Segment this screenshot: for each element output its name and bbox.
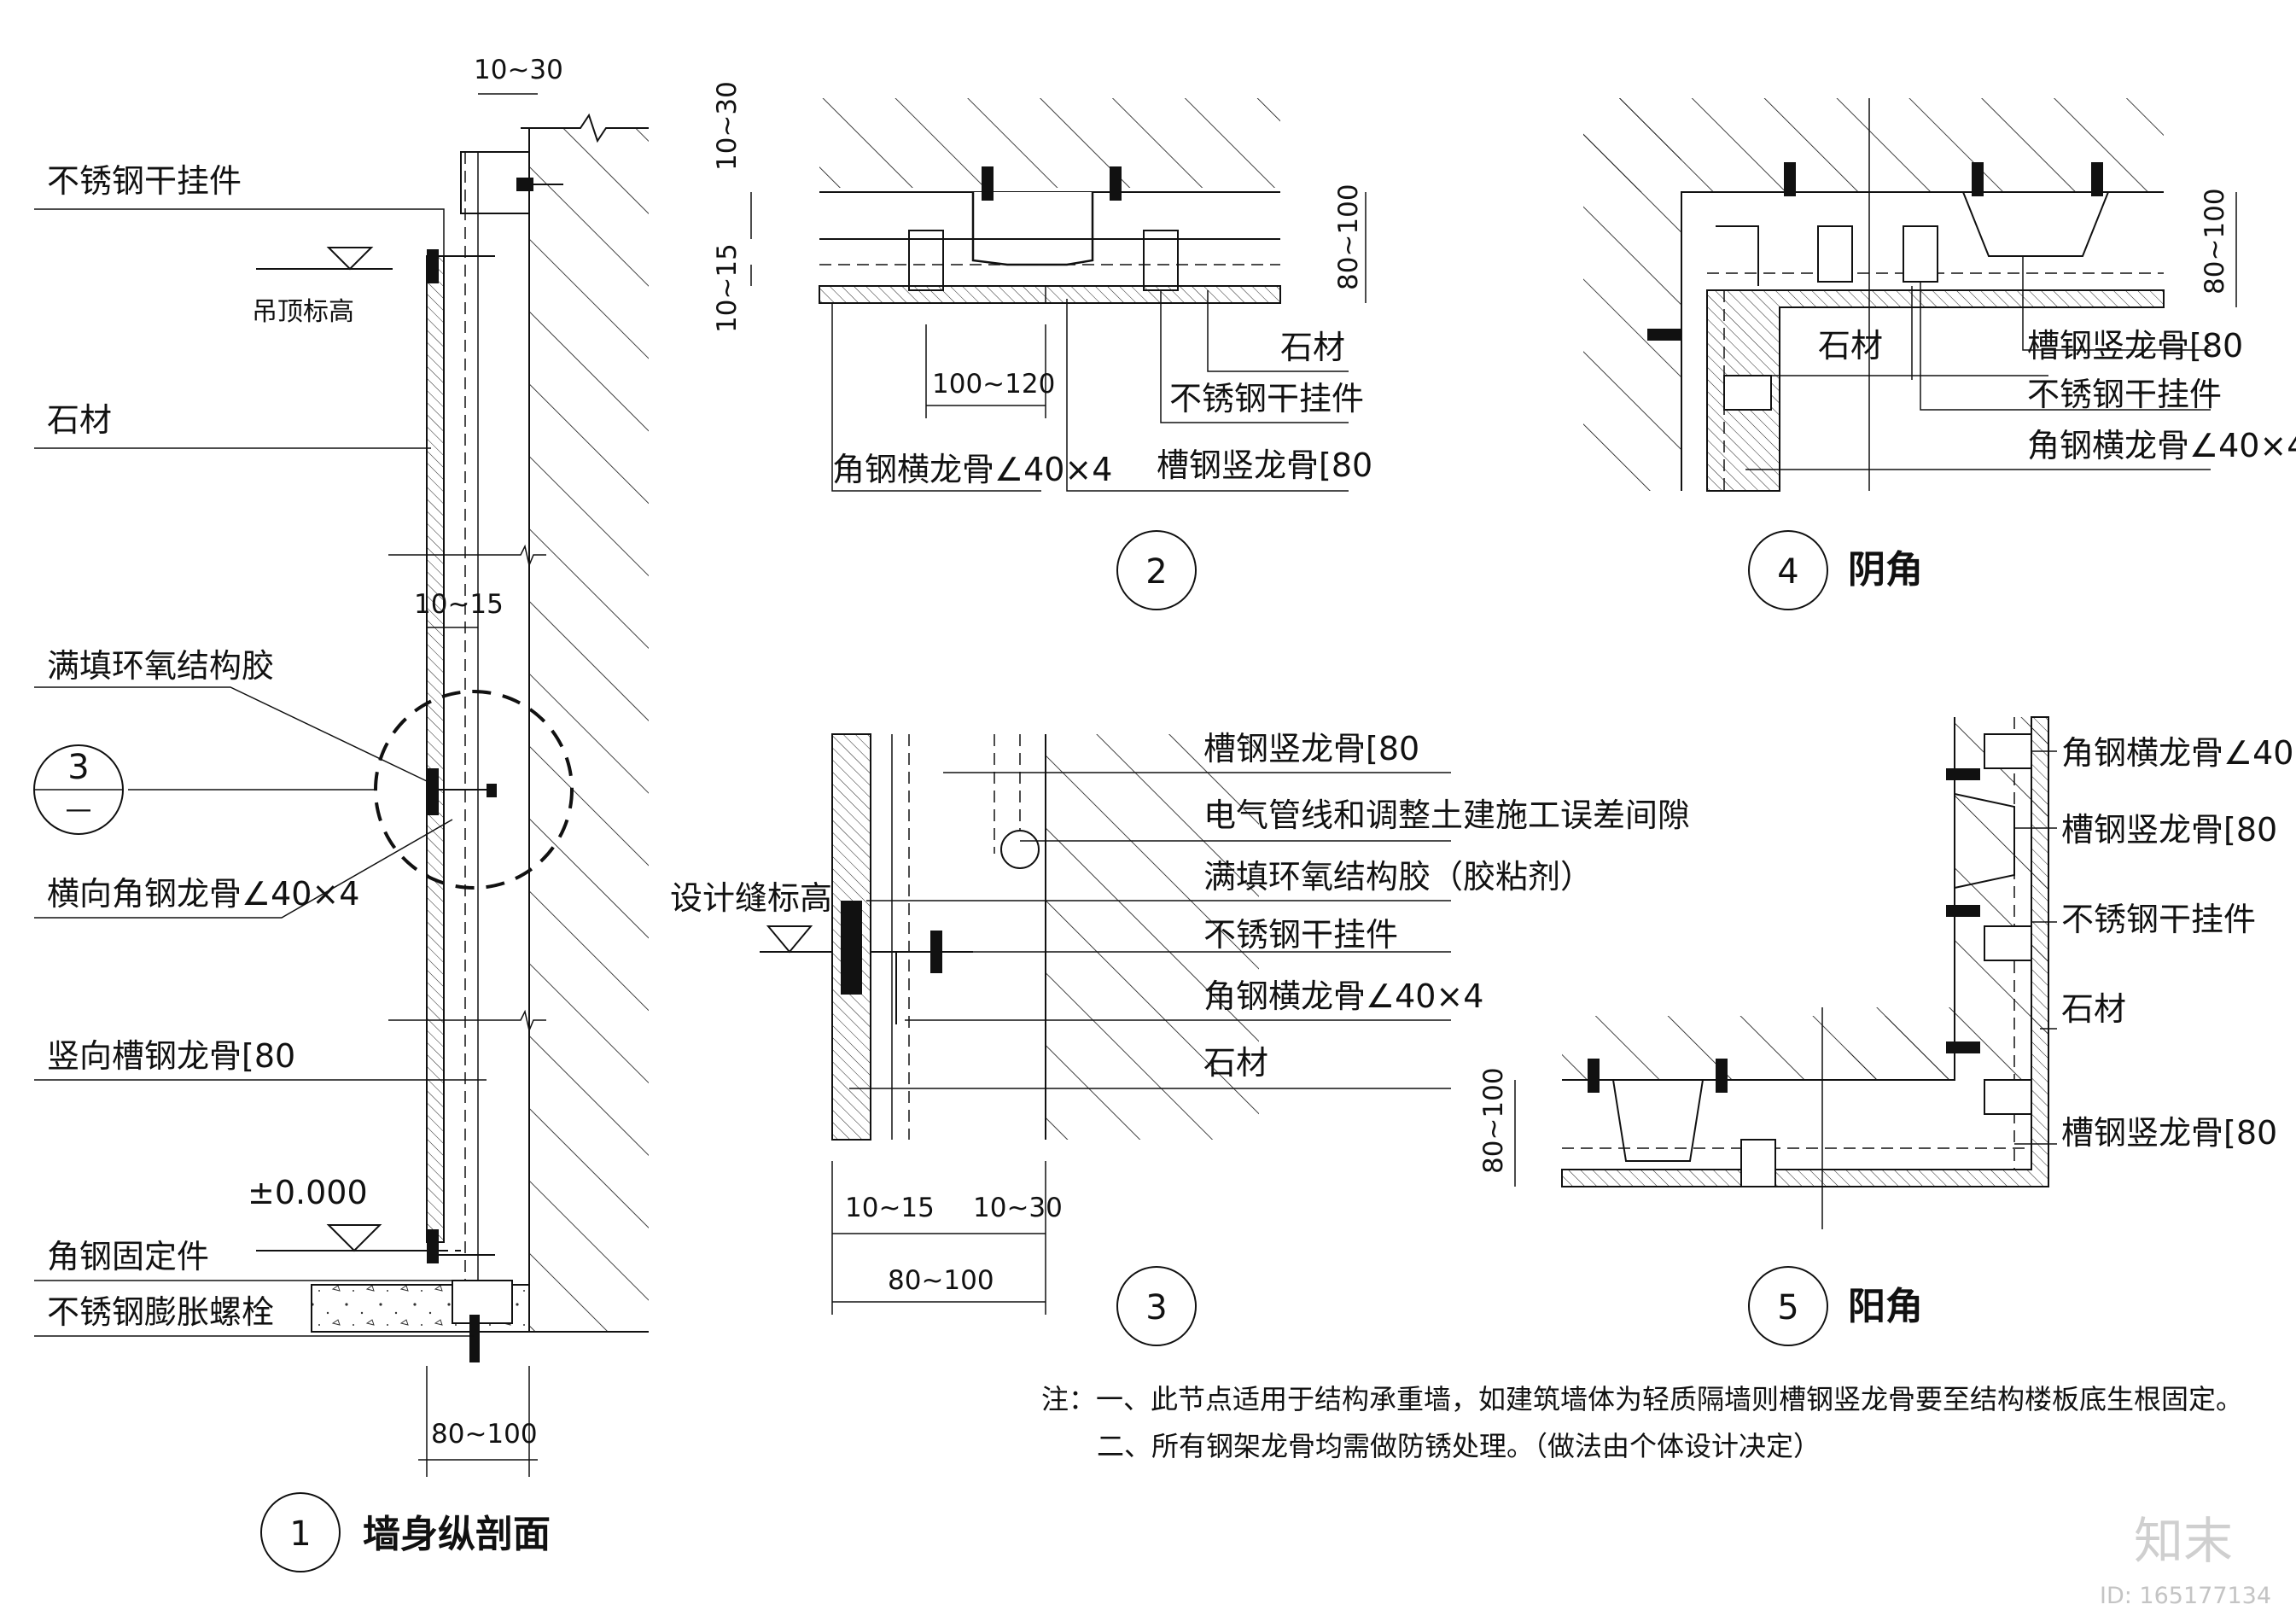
label-hanger: 不锈钢干挂件 — [47, 162, 242, 200]
detail-5: 角钢横龙骨∠40×4 槽钢竖龙骨[80 不锈钢干挂件 石材 槽钢竖龙骨[80 8… — [1478, 716, 2296, 1346]
detail-1: 3 — 不锈钢干挂件 吊顶标高 石材 满填环氧结构胶 横向角钢龙骨∠40×4 竖… — [33, 55, 649, 1572]
dim-d1: 10~30 — [712, 81, 743, 171]
detail-number: 4 — [1777, 552, 1798, 592]
note-line-1: 注：一、此节点适用于结构承重墙，如建筑墙体为轻质隔墙则槽钢竖龙骨要至结构楼板底生… — [1041, 1383, 2243, 1415]
detail-2: 石材 不锈钢干挂件 槽钢竖龙骨[80 角钢横龙骨∠40×4 10~30 10~1… — [712, 81, 1372, 610]
label-angle: 角钢横龙骨∠40×4 — [2027, 427, 2296, 464]
dim-top: 10~30 — [474, 55, 563, 85]
label-channel: 槽钢竖龙骨[80 — [1157, 446, 1372, 484]
label-angle-fixer: 角钢固定件 — [47, 1238, 209, 1275]
label-epoxy: 满填环氧结构胶（胶粘剂） — [1203, 858, 1593, 896]
dim-mid: 10~15 — [414, 589, 504, 620]
label-angle: 角钢横龙骨∠40×4 — [2061, 734, 2296, 772]
watermark-id: ID: 165177134 — [2100, 1583, 2271, 1609]
structural-wall-hatch — [529, 128, 649, 1332]
label-gap: 电气管线和调整土建施工误差间隙 — [1203, 796, 1690, 834]
dim-d1: 80~100 — [2200, 188, 2230, 295]
ref-bubble-number: 3 — [67, 748, 89, 787]
label-hanger: 不锈钢干挂件 — [2061, 901, 2256, 938]
watermark-brand: 知末 — [2134, 1512, 2233, 1570]
detail-number: 2 — [1145, 552, 1167, 592]
label-zero-level: ±0.000 — [248, 1174, 368, 1211]
label-channel-keel: 竖向槽钢龙骨[80 — [47, 1037, 295, 1075]
label-hanger: 不锈钢干挂件 — [1169, 380, 1364, 417]
notes: 注：一、此节点适用于结构承重墙，如建筑墙体为轻质隔墙则槽钢竖龙骨要至结构楼板底生… — [1041, 1383, 2243, 1462]
ref-bubble-sheet: — — [66, 794, 92, 825]
label-channel-2: 槽钢竖龙骨[80 — [2061, 1114, 2277, 1152]
label-channel: 槽钢竖龙骨[80 — [2027, 327, 2243, 365]
label-angle-keel: 横向角钢龙骨∠40×4 — [47, 875, 359, 913]
detail-title: 阳角 — [1848, 1285, 1923, 1328]
label-stone: 石材 — [2061, 990, 2126, 1028]
detail-3: 设计缝标高 槽钢竖龙骨[80 电气管线和调整土建施工误差间隙 满填环氧结构胶（胶… — [670, 730, 1690, 1346]
detail-title: 阴角 — [1848, 548, 1923, 592]
label-stone: 石材 — [1280, 329, 1345, 366]
label-stone: 石材 — [1818, 327, 1883, 365]
label-angle: 角钢横龙骨∠40×4 — [1203, 977, 1483, 1015]
dim-d1: 10~15 — [845, 1193, 935, 1223]
dim-d2: 10~15 — [712, 243, 743, 333]
detail-number: 5 — [1777, 1288, 1798, 1327]
label-hanger: 不锈钢干挂件 — [1203, 916, 1398, 954]
label-expansion-bolt: 不锈钢膨胀螺栓 — [47, 1293, 274, 1331]
dim-d2: 10~30 — [973, 1193, 1063, 1223]
dim-d1: 80~100 — [1478, 1067, 1509, 1174]
label-channel: 槽钢竖龙骨[80 — [1203, 730, 1419, 767]
label-hanger: 不锈钢干挂件 — [2027, 376, 2222, 413]
dim-d3: 100~120 — [932, 369, 1055, 400]
watermark: 知末 ID: 165177134 — [2100, 1512, 2271, 1609]
detail-4: 石材 槽钢竖龙骨[80 不锈钢干挂件 角钢横龙骨∠40×4 80~100 4 阴… — [1583, 98, 2296, 610]
note-line-2: 二、所有钢架龙骨均需做防锈处理。（做法由个体设计决定） — [1097, 1430, 1821, 1462]
detail-number: 3 — [1145, 1288, 1167, 1327]
label-channel: 槽钢竖龙骨[80 — [2061, 811, 2277, 849]
dim-d3: 80~100 — [888, 1265, 994, 1296]
label-stone: 石材 — [1203, 1044, 1268, 1082]
dim-bottom: 80~100 — [431, 1419, 538, 1450]
label-angle: 角钢横龙骨∠40×4 — [832, 451, 1112, 488]
label-joint: 设计缝标高 — [670, 879, 832, 917]
label-stone: 石材 — [47, 401, 112, 439]
detail-title: 墙身纵剖面 — [363, 1513, 551, 1556]
detail-number: 1 — [289, 1514, 311, 1554]
stone-panel — [426, 255, 445, 1243]
dim-d4: 80~100 — [1333, 184, 1364, 290]
label-epoxy: 满填环氧结构胶 — [47, 647, 274, 685]
label-ceiling-level: 吊顶标高 — [252, 297, 354, 327]
